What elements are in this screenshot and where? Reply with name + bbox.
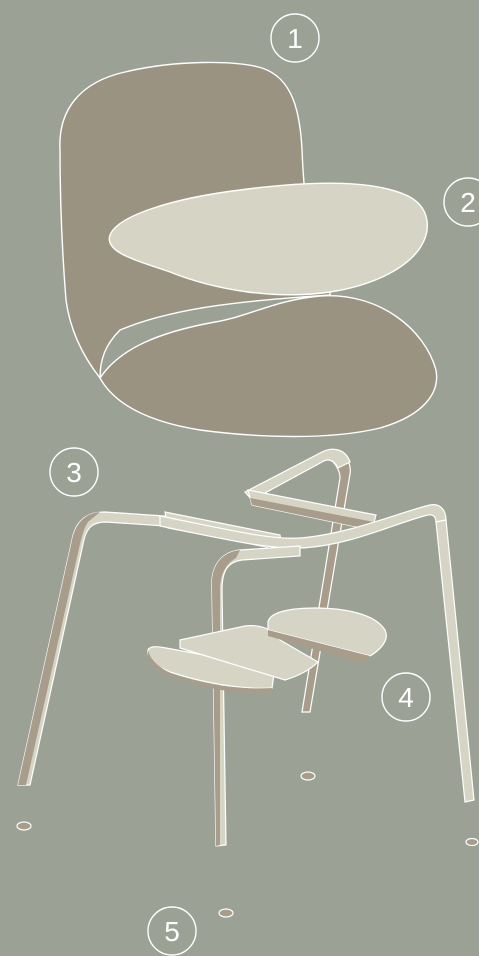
- callout-3: 3: [50, 448, 98, 496]
- callout-label: 3: [66, 457, 82, 488]
- glides: [17, 772, 478, 917]
- frame-rear-leg: [302, 457, 350, 712]
- glide-icon: [301, 772, 315, 780]
- callout-1: 1: [271, 14, 319, 62]
- bookrack: [148, 608, 387, 694]
- callout-label: 5: [164, 916, 180, 947]
- callout-label: 2: [460, 187, 476, 218]
- glide-icon: [466, 839, 478, 846]
- callout-2: 2: [444, 178, 479, 226]
- glide-icon: [17, 822, 31, 830]
- callout-label: 1: [287, 23, 303, 54]
- frame-left-rail: [18, 512, 165, 785]
- glide-icon: [219, 909, 233, 917]
- callout-label: 4: [398, 682, 414, 713]
- callout-4: 4: [382, 673, 430, 721]
- frame-front-right-leg: [436, 520, 474, 802]
- frame-front-left-leg: [212, 546, 300, 846]
- callout-5: 5: [148, 907, 196, 955]
